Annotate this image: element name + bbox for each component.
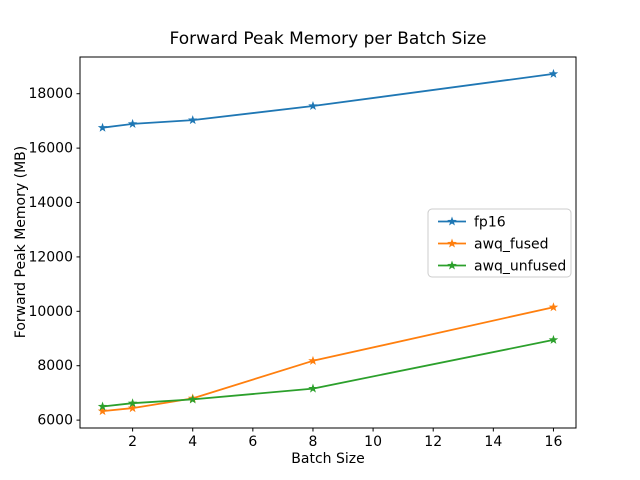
x-tick-label: 4 [188,434,197,450]
series-marker-awq_fused [308,355,318,365]
x-tick-label: 10 [364,434,382,450]
plot-border [79,56,577,429]
series-marker-awq_fused [548,302,559,312]
legend-marker-fp16 [447,216,457,226]
y-tick-label: 16000 [28,141,73,157]
x-tick-label: 6 [248,434,257,450]
y-tick-label: 14000 [28,195,73,211]
series-marker-fp16 [308,100,318,110]
series-marker-awq_unfused [548,334,559,344]
x-tick-label: 16 [545,434,563,450]
legend-label-awq_fused: awq_fused [474,237,549,253]
series-marker-fp16 [127,118,138,128]
y-tick-label: 18000 [28,86,73,102]
x-axis-label: Batch Size [291,451,365,467]
series-marker-awq_unfused [308,383,318,393]
series-marker-awq_unfused [97,401,108,411]
series-marker-fp16 [97,122,108,132]
legend-label-awq_unfused: awq_unfused [474,259,566,275]
x-tick-label: 2 [128,434,137,450]
legend-marker-awq_fused [447,238,457,248]
x-tick-label: 8 [309,434,318,450]
series-marker-awq_unfused [127,398,138,408]
y-tick-label: 10000 [28,304,73,320]
legend-box [427,208,572,278]
y-tick-label: 8000 [37,358,73,374]
series-marker-fp16 [548,68,559,78]
series-line-awq_fused [102,306,554,412]
series-line-fp16 [102,73,554,129]
x-tick-label: 14 [484,434,502,450]
series-marker-awq_unfused [187,394,198,404]
series-marker-fp16 [187,115,198,125]
y-tick-label: 12000 [28,249,73,265]
y-axis-label: Forward Peak Memory (MB) [13,145,29,339]
legend-label-fp16: fp16 [474,215,506,231]
y-tick-label: 6000 [37,413,73,429]
legend-marker-awq_unfused [447,260,457,270]
series-line-awq_unfused [102,339,554,408]
chart-title: Forward Peak Memory per Batch Size [169,29,487,49]
x-tick-label: 12 [424,434,442,450]
series-marker-awq_fused [97,406,108,416]
series-marker-awq_fused [127,403,138,413]
